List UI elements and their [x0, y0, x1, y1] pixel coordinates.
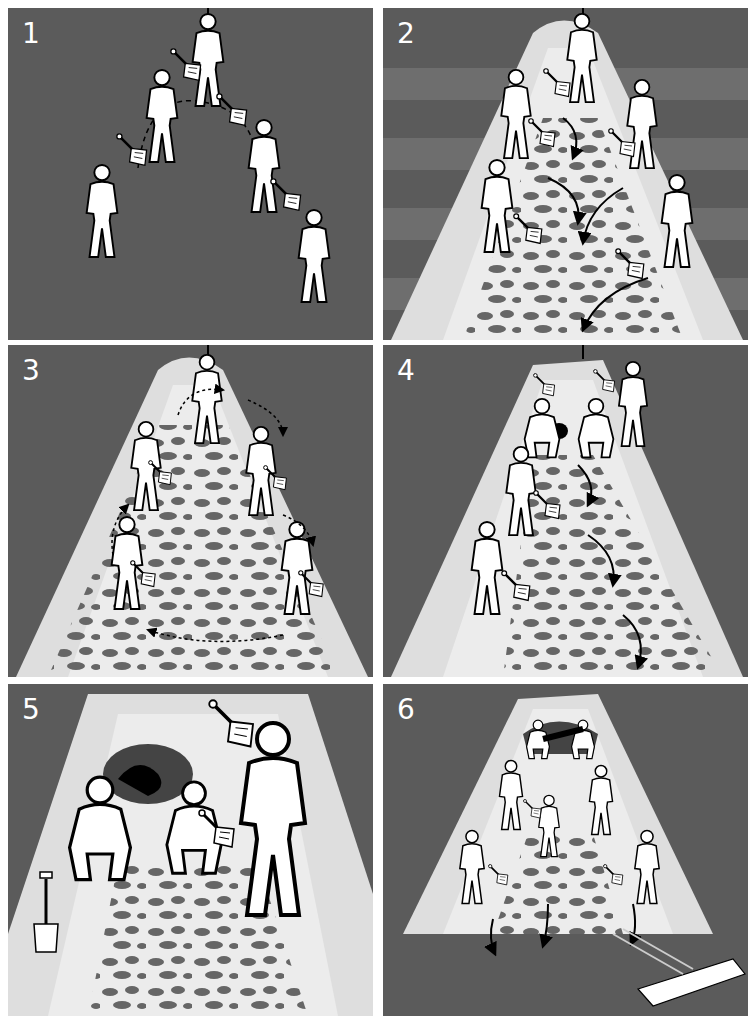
callout-number: 6	[397, 694, 415, 726]
callout-number: 3	[22, 355, 40, 387]
panel: 4	[383, 345, 748, 677]
callout-number: 2	[397, 18, 415, 50]
callout-number: 1	[22, 18, 40, 50]
callout-number: 5	[22, 694, 40, 726]
panel: 3	[8, 345, 373, 677]
panel: 5	[8, 684, 373, 1016]
callout-number: 4	[397, 355, 415, 387]
panel: 6	[383, 684, 748, 1016]
panel: 1	[8, 8, 373, 340]
panel: 2	[383, 8, 748, 340]
